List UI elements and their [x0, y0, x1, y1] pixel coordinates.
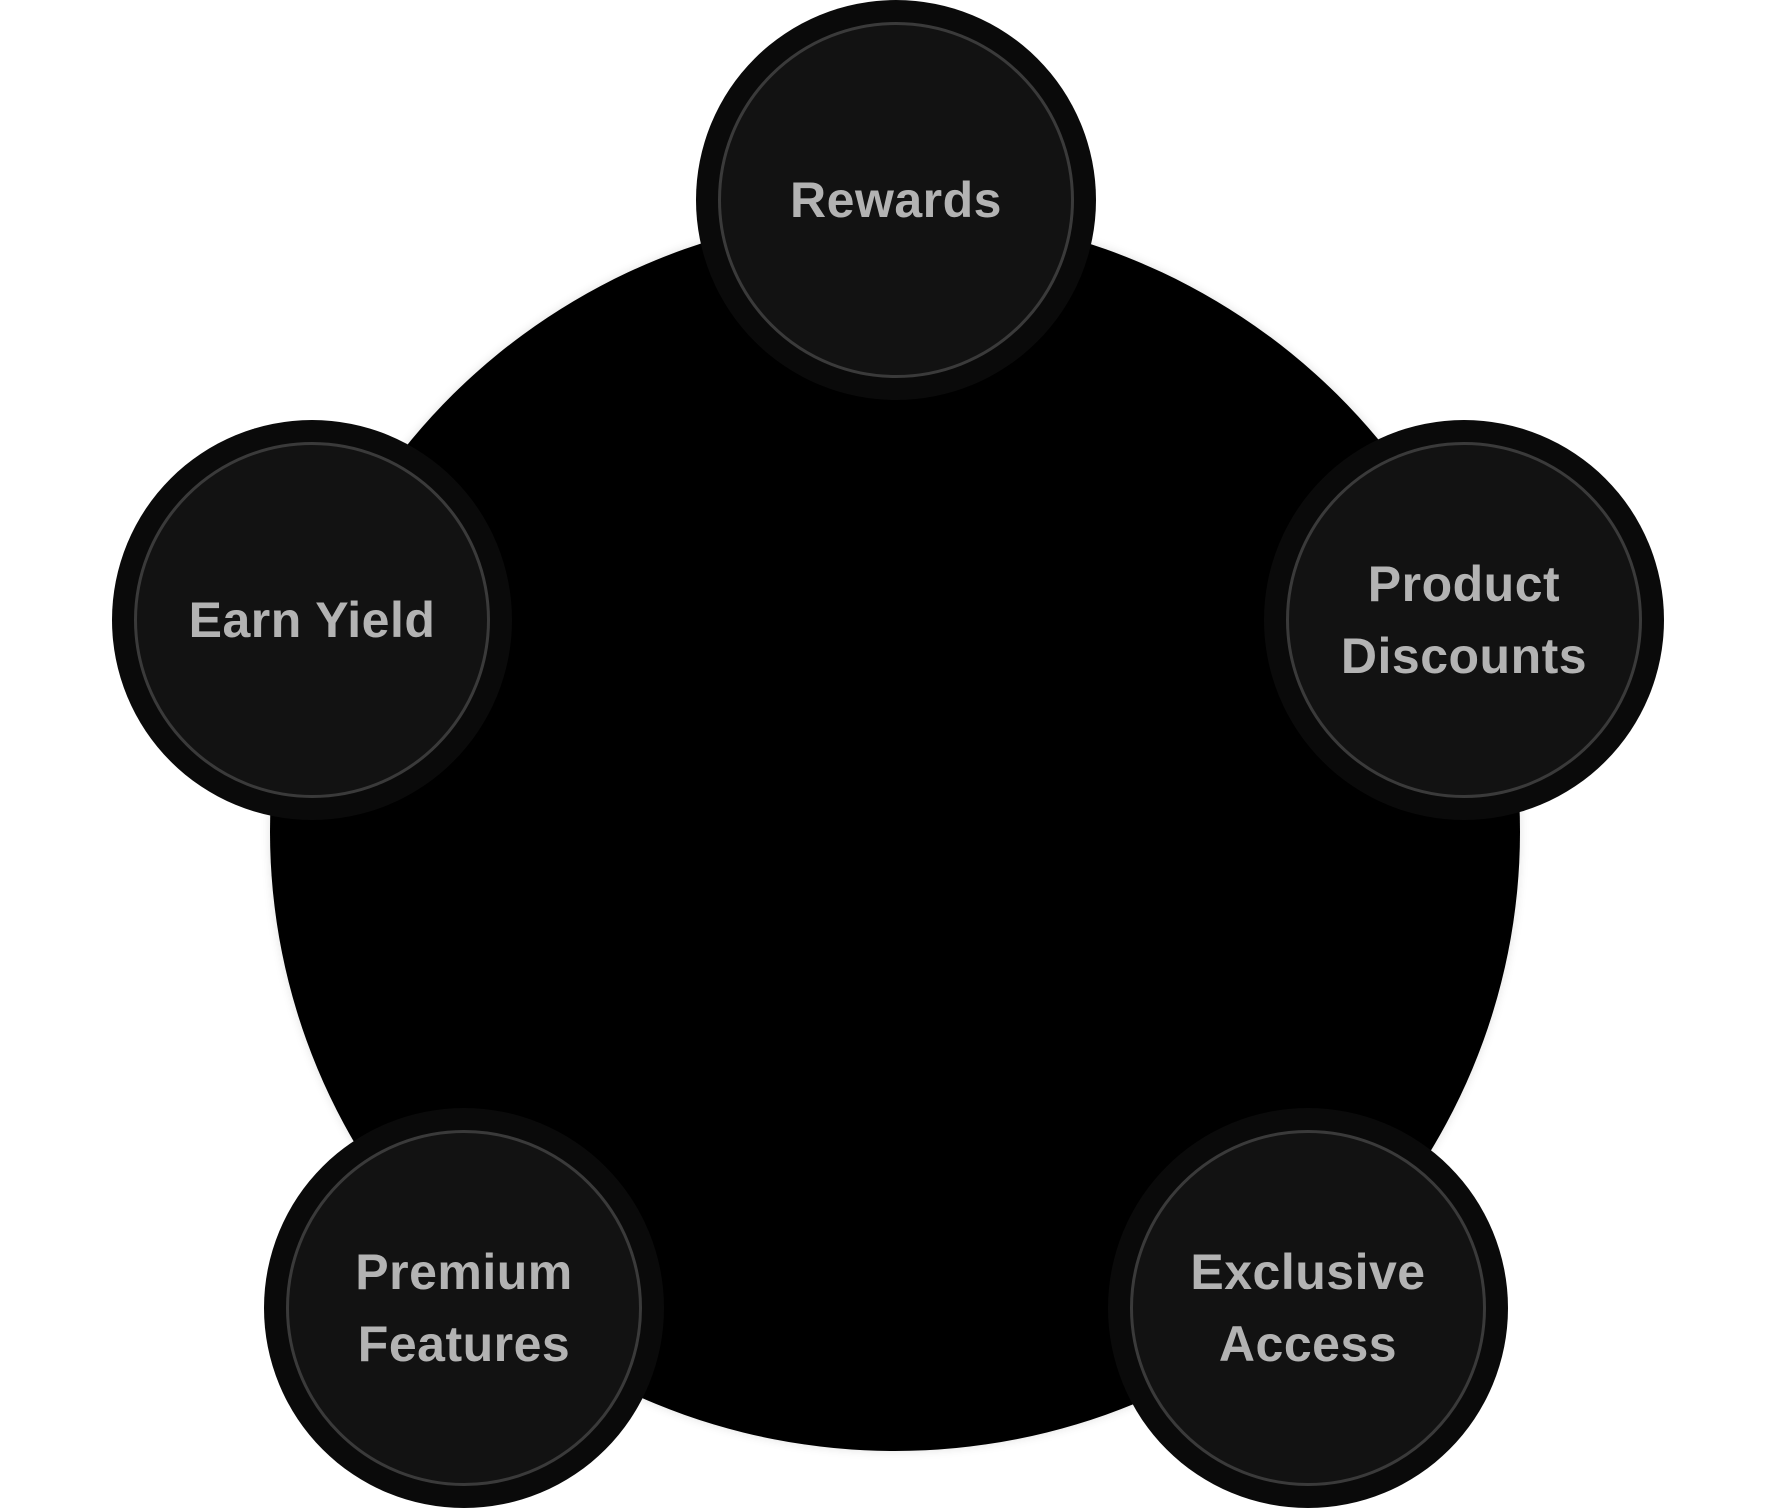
node-exclusive-access-inner: Exclusive Access — [1130, 1130, 1486, 1486]
node-premium-features-inner: Premium Features — [286, 1130, 642, 1486]
node-rewards-inner: Rewards — [718, 22, 1074, 378]
node-earn-yield: Earn Yield — [112, 420, 512, 820]
node-exclusive-access-label: Exclusive Access — [1190, 1244, 1426, 1372]
node-earn-yield-label: Earn Yield — [188, 592, 436, 648]
node-premium-features: Premium Features — [264, 1108, 664, 1508]
node-rewards: Rewards — [696, 0, 1096, 400]
node-exclusive-access: Exclusive Access — [1108, 1108, 1508, 1508]
node-product-discounts-inner: Product Discounts — [1286, 442, 1642, 798]
node-product-discounts-label: Product Discounts — [1340, 556, 1588, 684]
node-rewards-label: Rewards — [790, 172, 1002, 228]
node-product-discounts: Product Discounts — [1264, 420, 1664, 820]
node-premium-features-label: Premium Features — [355, 1244, 573, 1372]
node-earn-yield-inner: Earn Yield — [134, 442, 490, 798]
